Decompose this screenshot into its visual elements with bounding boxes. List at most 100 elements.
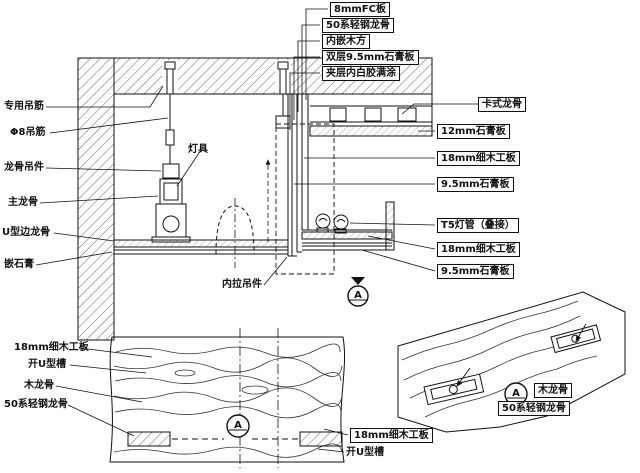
label-t5-lamp: T5灯管（叠接） [437,218,519,233]
t5-filament-2 [336,219,346,223]
grain-line [113,443,343,458]
leader-right-4 [349,222,436,226]
gypsum-board-12mm [309,125,433,137]
install-arrow [575,323,587,342]
clip-keel-section [329,107,347,122]
label-steel-keel-50-plan: 50系轻钢龙骨 [4,399,68,410]
leader-left-4 [53,232,115,242]
keel-bar-section-2 [299,431,343,447]
leader-top-1 [301,24,320,106]
expansion-bolt-2 [277,61,289,70]
channel-groove [430,378,478,400]
label-blockboard-18mm-plan: 18mm细木工板 [14,342,89,353]
label-u-groove-plan: 开U型槽 [28,359,67,370]
leader-bottom-left-0 [79,347,153,358]
lamp-symbol [162,215,180,233]
label-double-gypsum-9-5: 双层9.5mm石膏板 [322,50,419,65]
plan-boundary [109,336,346,463]
main-runner-inner [163,182,179,201]
label-clip-keel: 卡式龙骨 [478,97,526,112]
detail-marker-circle [347,285,369,307]
leader-light-fixture [176,152,200,187]
label-blockboard-18mm-bottom: 18mm细木工板 [350,428,433,443]
label-phi8-hanger-rod: Φ8吊筋 [10,127,46,138]
label-white-glue-layer: 夹层内白胶满涂 [322,66,400,81]
section-cut-triangle [351,277,365,285]
grain-line [114,403,342,419]
leader-top-4 [289,72,320,130]
leader-left-1 [49,117,169,134]
vertical-board-stack [287,94,309,257]
expansion-bolt-shank [166,68,174,95]
leader-bottom-center-1 [317,448,345,453]
channel-body [423,373,485,406]
t5-lamp-tube [315,213,331,229]
leader-left-5 [35,251,113,266]
leader-top-3 [293,56,320,120]
leader-lines [35,8,571,453]
grain-line [114,372,342,388]
expansion-bolt-shank-2 [279,68,287,95]
label-wood-keel-plan: 木龙骨 [24,380,54,391]
plan-marker-circle [226,414,250,438]
section-marker-a-detail: A [354,290,362,301]
label-gypsum-9-5mm-lower: 9.5mm石膏板 [437,264,514,279]
leader-left-3 [39,195,159,204]
label-u-edge-keel: U型边龙骨 [2,227,51,238]
label-embedded-wood: 内嵌木方 [322,34,370,49]
t5-lamp-tube-2 [333,214,349,230]
label-gypsum-infill: 嵌石膏 [4,259,34,270]
label-inner-pull-hanger: 内拉吊件 [222,279,262,290]
cove-shelf [301,201,395,251]
label-gypsum-12mm: 12mm石膏板 [437,124,510,139]
grain-line [403,315,581,381]
leader-top-2 [297,40,320,112]
clip-keel-section-3 [397,107,417,122]
label-blockboard-18mm-right: 18mm细木工板 [437,151,520,166]
leader-bottom-left-1 [69,364,147,374]
label-gypsum-9-5mm-right: 9.5mm石膏板 [437,177,514,192]
expansion-bolt [164,61,176,70]
section-marker-a-plan: A [234,420,242,431]
clip-keel-section-2 [364,107,382,122]
leader-left-0 [46,85,164,108]
wood-knot [241,385,269,395]
detail-callout: A [275,123,369,307]
grain-line [115,343,341,358]
leader-right-6 [361,249,436,272]
section-marker-a-iso: A [512,388,520,399]
detail-boundary-dashed [275,123,335,275]
label-special-hanger-rod: 专用吊筋 [4,101,44,112]
blockboard-18mm [113,239,289,248]
rod-turnbuckle [165,129,175,146]
hanger-assembly [162,60,291,179]
ceiling-boards-left [113,159,289,268]
leader-top-0 [305,8,328,100]
label-light-steel-keel-50: 50系轻钢龙骨 [322,18,394,33]
label-main-keel: 主龙骨 [8,197,38,208]
fixture-assembly [151,178,191,243]
keel-bar-section [127,431,171,447]
label-blockboard-18mm-lower: 18mm细木工板 [437,242,520,257]
leader-right-0 [401,103,478,115]
label-light-fixture: 灯具 [188,144,208,155]
install-arrow-2 [456,367,471,387]
channel-groove [555,328,596,349]
leader-bottom-left-2 [55,385,143,403]
wood-knot [174,369,196,377]
grain-line [113,357,343,377]
concrete-structure [77,57,433,341]
leader-left-2 [45,167,162,172]
label-keel-hanger: 龙骨吊件 [4,162,44,173]
label-wood-keel-iso: 木龙骨 [534,383,572,398]
label-fc-board-8mm: 8mmFC板 [330,2,390,17]
label-u-groove-bottom: 开U型槽 [346,447,385,458]
leader-right-5 [367,235,436,250]
grain-line [401,300,579,361]
channel-hole [448,384,458,394]
keel-hanger-clip [162,163,180,179]
leader-inner-hanger [263,256,288,286]
plan-view: A [109,328,346,468]
